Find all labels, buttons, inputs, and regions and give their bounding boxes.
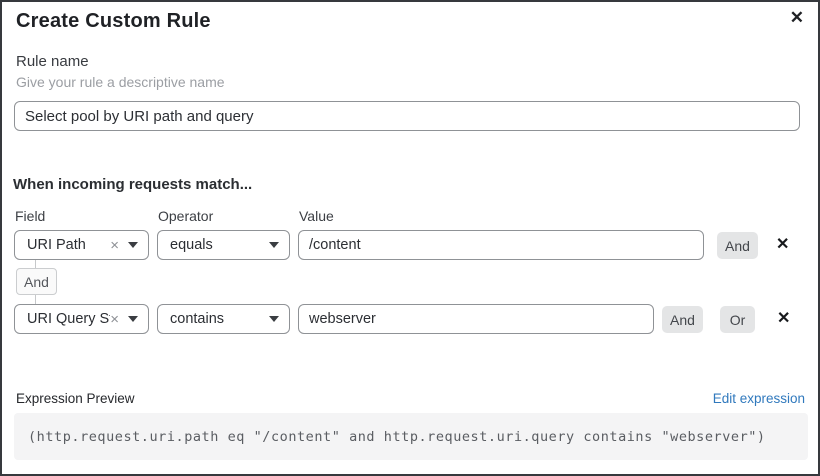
field-select-row2-value: URI Query St... <box>27 311 110 327</box>
remove-row2-icon[interactable]: ✕ <box>777 310 791 327</box>
caret-down-icon <box>128 316 138 322</box>
connector-line-top <box>35 260 36 268</box>
value-input-row2[interactable] <box>298 304 654 334</box>
or-button-row2[interactable]: Or <box>720 306 755 333</box>
connector-line-bottom <box>35 295 36 304</box>
remove-row1-icon[interactable]: ✕ <box>776 236 790 253</box>
clear-selection-icon[interactable]: × <box>110 310 119 328</box>
connector-and-badge: And <box>16 268 57 295</box>
rule-name-helper: Give your rule a descriptive name <box>16 74 225 90</box>
rule-name-label: Rule name <box>16 53 89 70</box>
field-select-row1[interactable]: URI Path × <box>14 230 149 260</box>
and-button-row2[interactable]: And <box>662 306 703 333</box>
caret-down-icon <box>269 316 279 322</box>
operator-select-row2-value: contains <box>170 311 225 327</box>
operator-select-row1[interactable]: equals <box>157 230 290 260</box>
value-column-label: Value <box>299 208 334 224</box>
expression-preview-label: Expression Preview <box>16 391 135 406</box>
field-column-label: Field <box>15 208 46 224</box>
field-select-row2[interactable]: URI Query St... × <box>14 304 149 334</box>
close-icon[interactable]: ✕ <box>789 8 804 27</box>
field-select-row1-value: URI Path <box>27 237 86 253</box>
matcher-heading: When incoming requests match... <box>13 176 253 193</box>
dialog-title: Create Custom Rule <box>16 10 211 32</box>
expression-code: (http.request.uri.path eq "/content" and… <box>28 428 766 445</box>
clear-selection-icon[interactable]: × <box>110 236 119 254</box>
value-input-row1[interactable] <box>298 230 704 260</box>
caret-down-icon <box>128 242 138 248</box>
and-button-row1[interactable]: And <box>717 232 758 259</box>
expression-code-block: (http.request.uri.path eq "/content" and… <box>14 413 808 460</box>
edit-expression-link[interactable]: Edit expression <box>712 391 805 406</box>
rule-name-input[interactable] <box>14 101 800 131</box>
operator-select-row1-value: equals <box>170 237 213 253</box>
caret-down-icon <box>269 242 279 248</box>
operator-column-label: Operator <box>158 208 214 224</box>
operator-select-row2[interactable]: contains <box>157 304 290 334</box>
